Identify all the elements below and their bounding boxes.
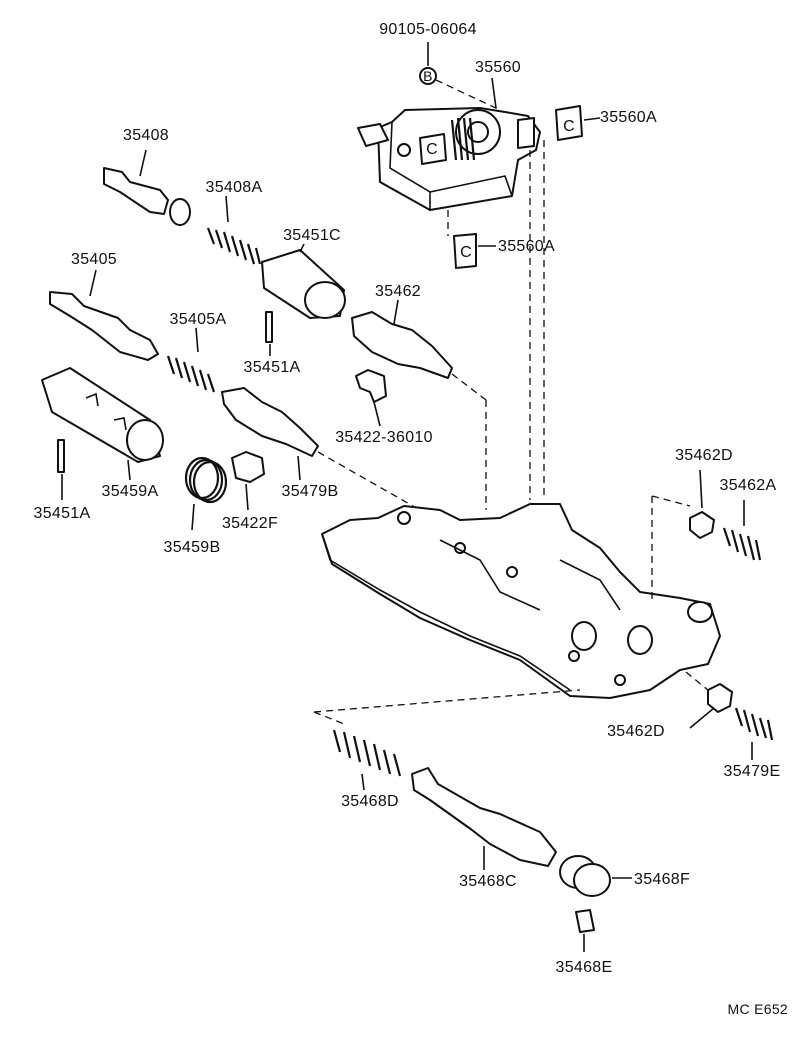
clip-35422-36010 <box>355 369 387 427</box>
label-35451c: 35451C <box>283 227 341 244</box>
spring-35459b <box>184 456 228 531</box>
label-35479e: 35479E <box>724 763 781 780</box>
spring-35405a <box>166 327 216 393</box>
label-35451a-mid: 35451A <box>244 359 301 376</box>
label-35459a: 35459A <box>102 483 159 500</box>
label-35560a-top: 35560A <box>600 109 657 126</box>
label-35405a: 35405A <box>170 311 227 328</box>
spring-35468d <box>332 729 402 791</box>
spring-35479e <box>734 707 774 760</box>
valve-35479b <box>221 387 421 511</box>
label-35462d-top: 35462D <box>675 447 733 464</box>
label-35462d-low: 35462D <box>607 723 665 740</box>
label-90105-06064: 90105-06064 <box>379 21 477 38</box>
solenoid-assembly: C <box>357 107 541 211</box>
pin-35451a-low <box>57 439 65 500</box>
svg-text:C: C <box>460 244 472 261</box>
label-35422f: 35422F <box>222 515 278 532</box>
valve-35405 <box>49 269 159 361</box>
key-35468e <box>575 909 595 952</box>
plug-35468f <box>559 855 632 897</box>
clip-35422f <box>231 451 265 511</box>
plate-35560a-top: C <box>555 105 601 141</box>
clip-35462d-low <box>689 683 733 729</box>
label-35462: 35462 <box>375 283 421 300</box>
label-35408a: 35408A <box>206 179 263 196</box>
label-35468c: 35468C <box>459 873 517 890</box>
label-35408: 35408 <box>123 127 169 144</box>
label-35462a: 35462A <box>720 477 777 494</box>
label-35468d: 35468D <box>341 793 399 810</box>
label-35560a-mid: 35560A <box>498 238 555 255</box>
spring-35462a <box>722 500 762 561</box>
label-35422-36010: 35422-36010 <box>335 429 433 446</box>
valve-35408 <box>103 149 191 226</box>
sleeve-35459a <box>41 367 164 481</box>
label-35468e: 35468E <box>556 959 613 976</box>
valve-body <box>321 495 721 701</box>
label-35479b: 35479B <box>282 483 339 500</box>
bolt-mark: B <box>423 68 433 84</box>
spring-35408a <box>206 195 262 265</box>
clip-35462d-top <box>689 469 715 539</box>
label-35560: 35560 <box>475 59 521 76</box>
label-35405: 35405 <box>71 251 117 268</box>
plate-mark: C <box>426 141 438 158</box>
valve-35462 <box>351 299 487 510</box>
svg-text:C: C <box>563 118 575 135</box>
pin-35451a-mid <box>265 311 273 356</box>
bolt-90105-06064: B <box>419 42 501 111</box>
label-35468f: 35468F <box>634 871 690 888</box>
drawing-code: MC E652 <box>728 1001 788 1017</box>
sleeve-35451c <box>261 243 346 319</box>
label-35459b: 35459B <box>164 539 221 556</box>
valve-35468c <box>411 767 557 870</box>
label-35451a-low: 35451A <box>34 505 91 522</box>
plate-35560a-mid: C <box>447 210 496 269</box>
